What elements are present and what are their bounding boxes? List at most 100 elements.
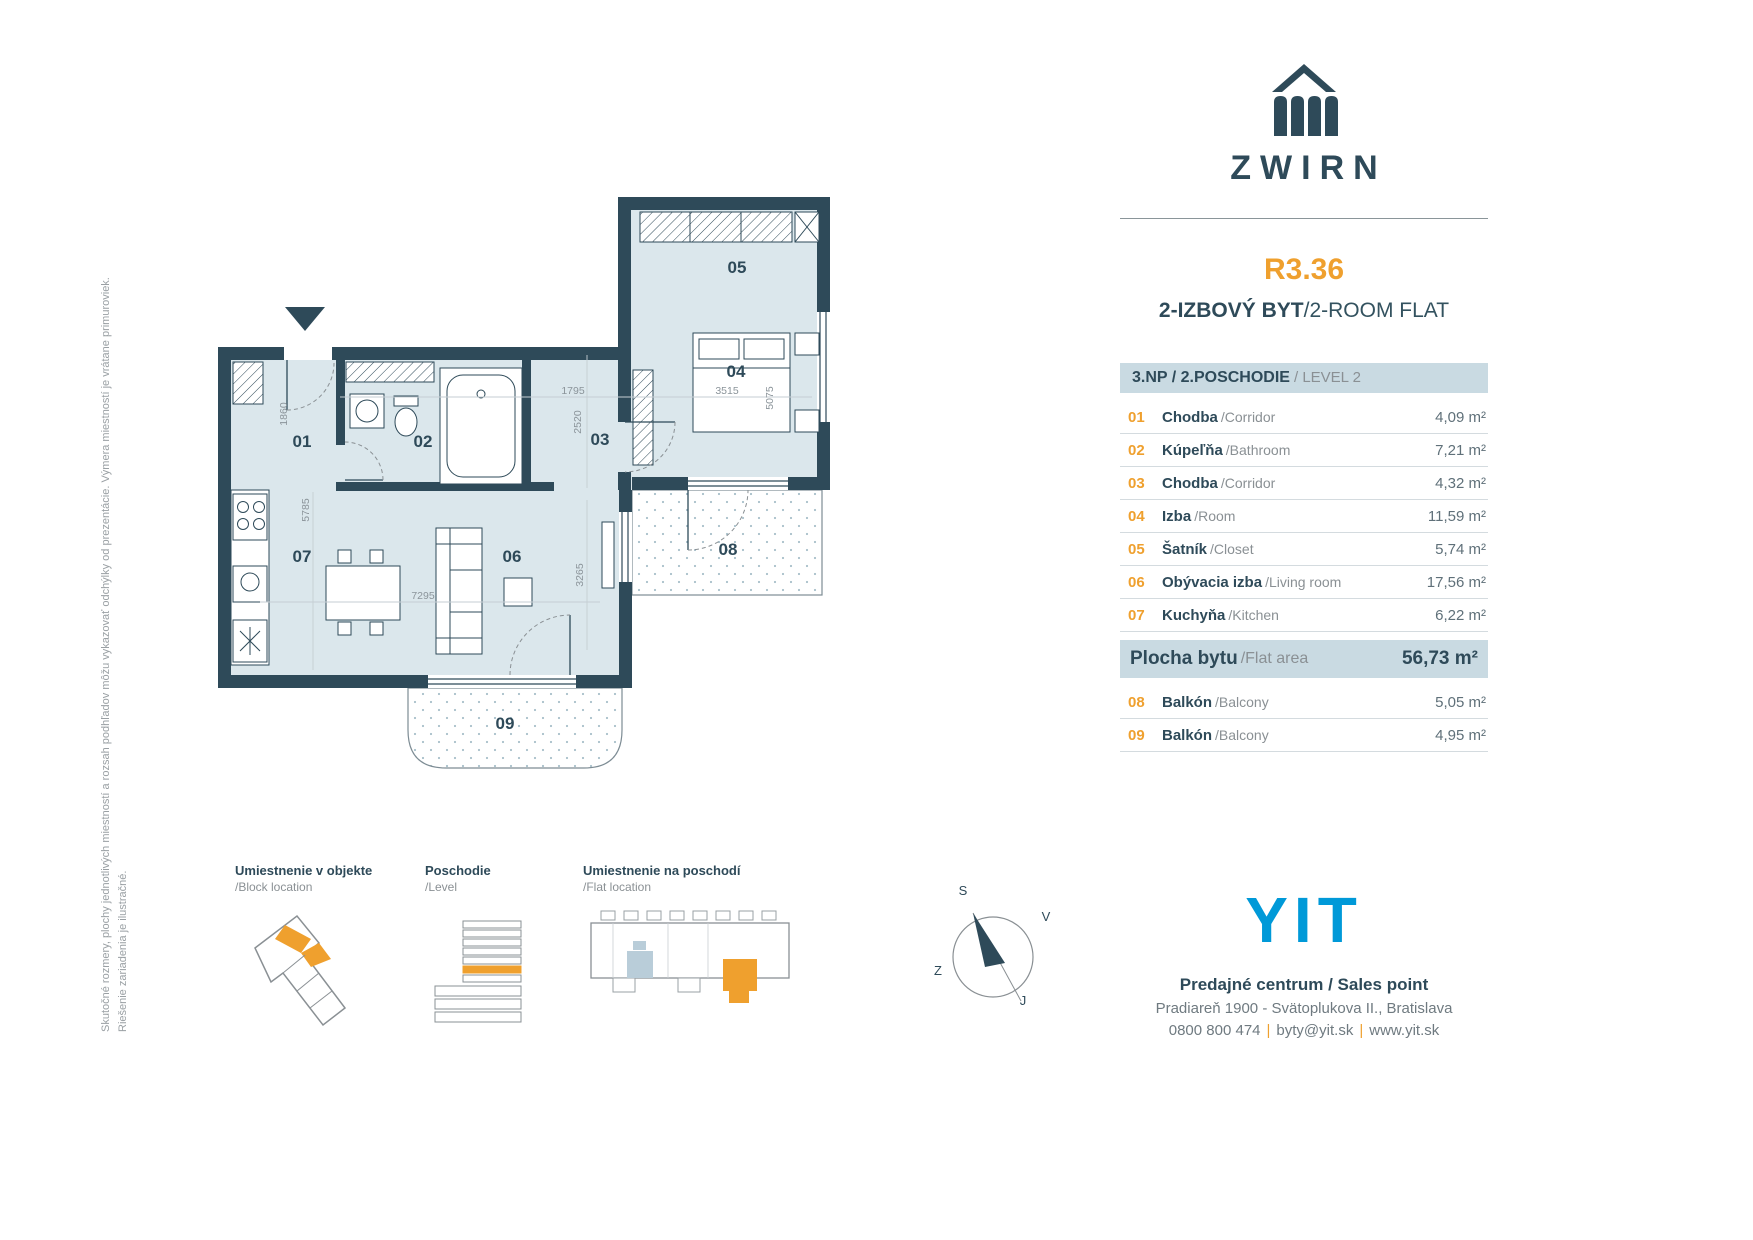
flat-location-title-en: /Flat location [583, 880, 652, 894]
total-label-sk: Plocha bytu [1130, 648, 1238, 669]
room-name: Chodba/Corridor [1162, 409, 1275, 426]
dim-3515: 3515 [715, 385, 739, 397]
room-name-en: /Corridor [1220, 408, 1276, 425]
disclaimer-line-1: Skutočné rozmery, plochy jednotlivých mi… [100, 277, 112, 1032]
compass-icon: S V Z J [934, 883, 1051, 1008]
room-number: 05 [1128, 540, 1145, 558]
room-row: 05 Šatník/Closet 5,74 m² [1120, 533, 1488, 566]
room-number: 06 [1128, 573, 1145, 591]
room-name-en: /Bathroom [1225, 441, 1291, 458]
room-name-sk: Kuchyňa [1162, 606, 1226, 624]
room-label-03: 03 [591, 430, 610, 449]
windows [284, 312, 830, 688]
room-name-sk: Chodba [1162, 474, 1218, 492]
zwirn-building-icon [1272, 64, 1338, 136]
balcony-area: 4,95 m² [1435, 726, 1486, 744]
yit-logo-text: YIT [1245, 884, 1363, 956]
flat-id: R3.36 [1263, 253, 1345, 286]
room-name: Obývacia izba/Living room [1162, 574, 1341, 591]
room-name-sk: Izba [1162, 507, 1192, 525]
dim-5785: 5785 [300, 498, 312, 522]
balcony-name-sk: Balkón [1162, 693, 1213, 711]
level-sk: 3.NP / 2.POSCHODIE [1132, 369, 1290, 386]
room-row: 06 Obývacia izba/Living room 17,56 m² [1120, 566, 1488, 599]
compass-e: V [1042, 909, 1051, 924]
level-diagram-title: Poschodie /Level [425, 863, 545, 895]
room-name-en: /Kitchen [1228, 606, 1279, 623]
room-row: 01 Chodba/Corridor 4,09 m² [1120, 401, 1488, 434]
dim-5075: 5075 [764, 386, 776, 410]
room-number: 04 [1128, 507, 1145, 525]
room-name-sk: Šatník [1162, 540, 1208, 558]
room-name-sk: Chodba [1162, 408, 1218, 426]
total-area-bar: Plocha bytu /Flat area 56,73 m² [1120, 640, 1488, 678]
total-label-en: /Flat area [1240, 650, 1309, 667]
room-name: Izba/Room [1162, 508, 1235, 525]
sales-point-label: Predajné centrum / Sales point [1179, 975, 1429, 994]
balcony-08-area [631, 489, 823, 596]
doors [286, 360, 749, 676]
info-panel: ZWIRN R3.36 2-IZBOVÝ BYT/2-ROOM FLAT 3.N… [1120, 0, 1488, 1240]
room-label-01: 01 [293, 432, 312, 451]
phone-number: 0800 800 474 [1168, 1022, 1261, 1039]
balcony-row: 08 Balkón/Balcony 5,05 m² [1120, 686, 1488, 719]
sales-contact: 0800 800 474|byty@yit.sk|www.yit.sk [1120, 1022, 1488, 1039]
room-name: Kúpeľňa/Bathroom [1162, 442, 1290, 459]
block-location-title-sk: Umiestnenie v objekte [235, 863, 373, 878]
zwirn-logo-text: ZWIRN [1230, 149, 1387, 187]
balcony-name: Balkón/Balcony [1162, 727, 1269, 744]
room-name-en: /Room [1194, 507, 1236, 524]
room-table: 01 Chodba/Corridor 4,09 m² 02 Kúpeľňa/Ba… [1120, 401, 1488, 632]
flat-location-map [590, 910, 790, 1003]
room-row: 03 Chodba/Corridor 4,32 m² [1120, 467, 1488, 500]
room-row: 04 Izba/Room 11,59 m² [1120, 500, 1488, 533]
room-name: Šatník/Closet [1162, 541, 1254, 558]
room-area: 11,59 m² [1427, 507, 1486, 525]
closets [232, 211, 820, 466]
balcony-name: Balkón/Balcony [1162, 694, 1269, 711]
balcony-name-en: /Balcony [1215, 726, 1269, 743]
room-label-02: 02 [414, 432, 433, 451]
flat-type: 2-IZBOVÝ BYT/2-ROOM FLAT [1120, 299, 1488, 323]
furniture [230, 332, 820, 666]
room-area: 5,74 m² [1435, 540, 1486, 558]
dim-7295: 7295 [411, 590, 435, 602]
room-area: 4,32 m² [1435, 474, 1486, 492]
room-labels: 01 02 03 04 05 06 07 08 09 [293, 258, 747, 733]
level-title-en: /Level [425, 880, 458, 894]
disclaimer-line-2: Riešenie zariadenia je ilustračné. [117, 870, 129, 1032]
room-area: 17,56 m² [1426, 573, 1486, 591]
flat-type-en: /2-ROOM FLAT [1303, 299, 1450, 322]
balcony-number: 09 [1128, 726, 1145, 744]
email-link[interactable]: byty@yit.sk [1276, 1022, 1354, 1039]
block-location-title-en: /Block location [235, 880, 313, 894]
website-link[interactable]: www.yit.sk [1369, 1022, 1440, 1039]
room-number: 01 [1128, 408, 1145, 426]
room-name-en: /Corridor [1220, 474, 1276, 491]
room-number: 02 [1128, 441, 1145, 459]
yit-logo: YIT [1245, 884, 1363, 956]
flat-location-title: Umiestnenie na poschodí /Flat location [583, 863, 813, 895]
disclaimer: Skutočné rozmery, plochy jednotlivých mi… [98, 107, 132, 1032]
dim-1795: 1795 [561, 385, 585, 397]
flat-type-sk: 2-IZBOVÝ BYT [1158, 299, 1304, 322]
room-name-en: /Closet [1210, 540, 1254, 557]
level-title-sk: Poschodie [425, 863, 491, 878]
zwirn-logo: ZWIRN [1120, 0, 1488, 188]
compass-w: Z [934, 963, 942, 978]
balcony-number: 08 [1128, 693, 1145, 711]
room-area: 7,21 m² [1435, 441, 1486, 459]
compass-s: J [1020, 993, 1027, 1008]
balcony-area: 5,05 m² [1435, 693, 1486, 711]
compass-n: S [959, 883, 968, 898]
room-row: 02 Kúpeľňa/Bathroom 7,21 m² [1120, 434, 1488, 467]
room-number: 07 [1128, 606, 1145, 624]
level-map [434, 920, 522, 1023]
balcony-name-sk: Balkón [1162, 726, 1213, 744]
level-bar: 3.NP / 2.POSCHODIE/ LEVEL 2 [1120, 363, 1488, 393]
room-row: 07 Kuchyňa/Kitchen 6,22 m² [1120, 599, 1488, 632]
walls [218, 197, 830, 688]
room-number: 03 [1128, 474, 1145, 492]
room-label-08: 08 [719, 540, 738, 559]
sales-address: Pradiareň 1900 - Svätoplukova II., Brati… [1155, 1000, 1453, 1017]
